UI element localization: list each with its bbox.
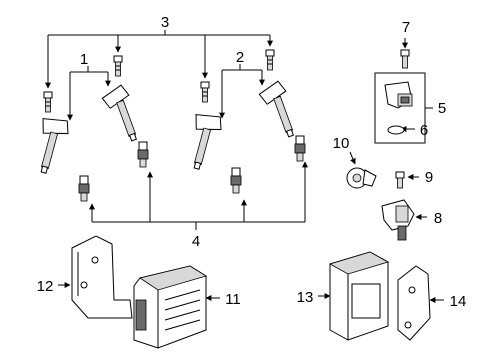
- knock-sensor-icon: [346, 167, 377, 189]
- ecm-module-icon: [133, 265, 207, 349]
- o-ring-icon: [387, 125, 405, 135]
- ignition-coil-icon: [193, 114, 222, 170]
- control-module-icon: [328, 251, 390, 341]
- bracket-icon: [397, 265, 431, 341]
- sensor-kit-box: [374, 72, 426, 144]
- bolt-icon: [400, 49, 410, 69]
- bolt-icon: [113, 55, 123, 77]
- ignition-coil-icon: [40, 118, 69, 174]
- ignition-coil-icon: [101, 84, 138, 142]
- spark-plug-icon: [230, 167, 242, 194]
- callout-5: 5: [438, 100, 446, 117]
- callout-4: 4: [192, 233, 200, 250]
- cam-sensor-icon: [384, 81, 413, 109]
- bolt-icon: [395, 171, 405, 189]
- callout-14: 14: [450, 293, 467, 310]
- ignition-coil-icon: [258, 80, 295, 138]
- callout-12: 12: [37, 278, 54, 295]
- callout-8: 8: [434, 210, 442, 227]
- callout-11: 11: [225, 291, 241, 308]
- bolt-icon: [43, 91, 53, 113]
- callout-2: 2: [236, 49, 244, 66]
- spark-plug-icon: [78, 175, 90, 202]
- bolt-icon: [200, 81, 210, 103]
- callout-10: 10: [333, 135, 350, 152]
- callout-9: 9: [425, 169, 433, 186]
- callout-6: 6: [420, 122, 428, 139]
- callout-7: 7: [402, 19, 410, 36]
- bracket-icon: [71, 235, 133, 319]
- callout-labels: 1 2 3 4 5 6 7 8 9 10 11 12 13 14: [37, 14, 467, 310]
- spark-plug-icon: [137, 141, 149, 168]
- callout-3: 3: [161, 14, 169, 31]
- callout-1: 1: [80, 51, 88, 68]
- callout-13: 13: [297, 289, 314, 306]
- leader-lines: [45, 30, 444, 303]
- bolt-icon: [265, 49, 275, 71]
- spark-plug-icon: [294, 135, 306, 162]
- crank-sensor-icon: [381, 199, 415, 241]
